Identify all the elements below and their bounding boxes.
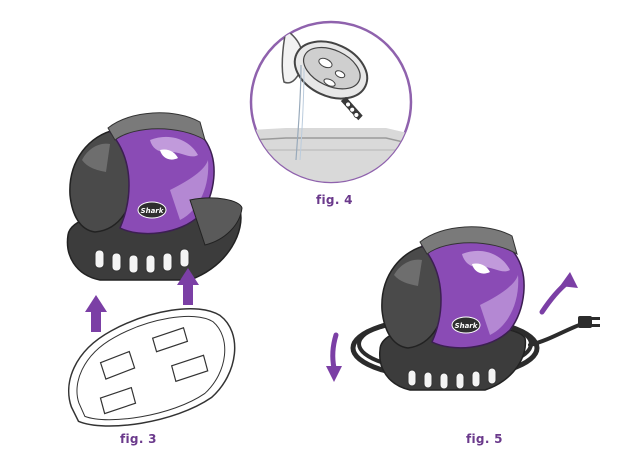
iron-upside-down (293, 40, 369, 121)
fig-4-caption: fig. 4 (316, 193, 353, 207)
fig-5-caption: fig. 5 (466, 432, 503, 446)
fig-3-caption: fig. 3 (120, 432, 157, 446)
curved-arrow-icon (539, 272, 578, 315)
fig-4-drawing (249, 20, 413, 184)
fig-3-drawing: Shark (66, 112, 243, 427)
brand-badge (451, 316, 481, 334)
brand-label: Shark (141, 207, 165, 215)
plug-icon (578, 316, 600, 328)
fig-5-illustration: Shark (320, 220, 620, 420)
up-arrow-icon (177, 268, 199, 305)
up-arrow-icon (85, 295, 107, 332)
fig-3-illustration: Shark (40, 100, 300, 430)
ironing-pad (68, 308, 236, 427)
water-stream (295, 64, 302, 161)
brand-badge (137, 201, 167, 219)
fig-5-drawing: Shark (326, 226, 600, 391)
brand-label: Shark (455, 322, 479, 330)
fig-4-illustration (246, 10, 416, 190)
curved-arrow-icon (326, 332, 342, 382)
